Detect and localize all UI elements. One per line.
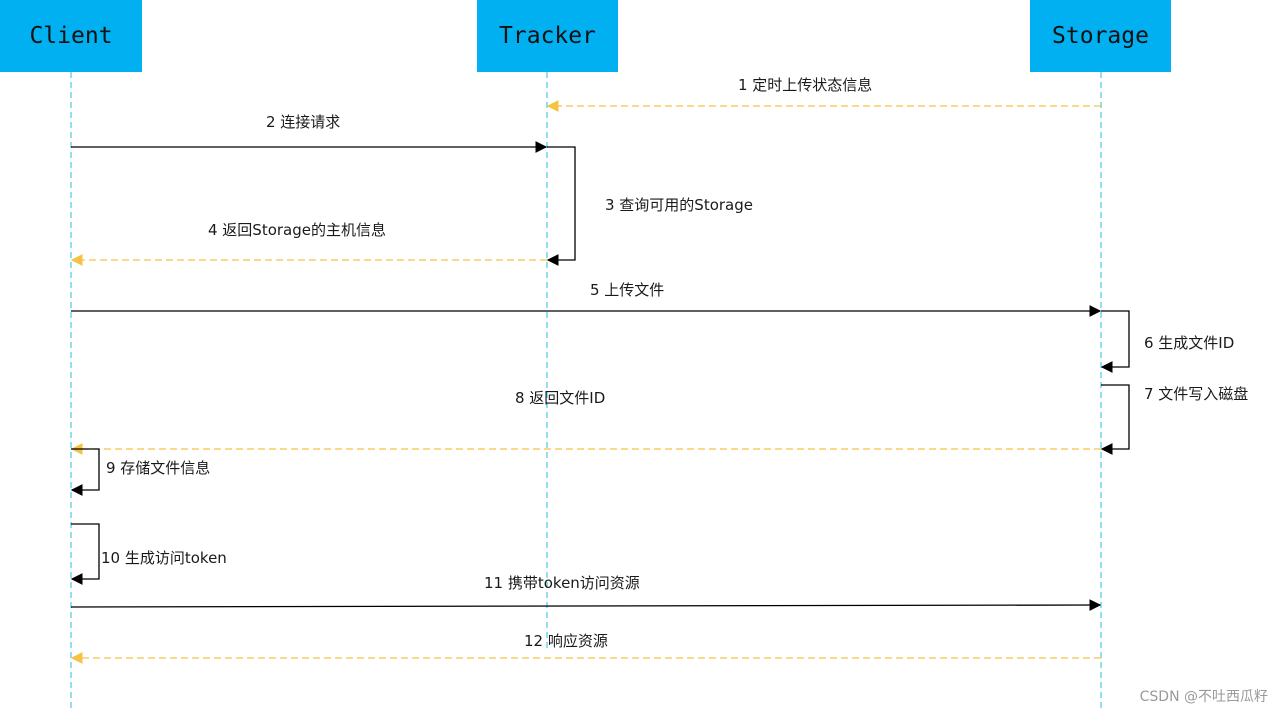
message-arrow-6 bbox=[1100, 310, 1130, 373]
message-label-5: 5 上传文件 bbox=[590, 281, 665, 299]
actor-storage: Storage bbox=[1030, 0, 1171, 72]
actor-tracker: Tracker bbox=[477, 0, 618, 72]
message-arrow-9 bbox=[70, 448, 100, 496]
message-arrow-3 bbox=[546, 146, 576, 266]
message-label-11: 11 携带token访问资源 bbox=[484, 574, 640, 592]
message-label-6: 6 生成文件ID bbox=[1144, 334, 1235, 352]
actor-client: Client bbox=[0, 0, 142, 72]
message-arrow-10 bbox=[70, 523, 100, 585]
message-label-3: 3 查询可用的Storage bbox=[605, 196, 754, 214]
message-label-7: 7 文件写入磁盘 bbox=[1144, 385, 1249, 403]
message-label-12: 12 响应资源 bbox=[524, 632, 608, 650]
message-label-1: 1 定时上传状态信息 bbox=[738, 76, 873, 94]
message-arrow-11 bbox=[70, 599, 1102, 611]
message-label-4: 4 返回Storage的主机信息 bbox=[208, 221, 387, 239]
message-label-2: 2 连接请求 bbox=[266, 113, 341, 131]
message-label-8: 8 返回文件ID bbox=[515, 389, 606, 407]
watermark: CSDN @不吐西瓜籽 bbox=[1139, 689, 1268, 705]
message-arrow-7 bbox=[1100, 384, 1130, 455]
message-label-9: 9 存储文件信息 bbox=[106, 459, 211, 477]
message-label-10: 10 生成访问token bbox=[101, 549, 227, 567]
